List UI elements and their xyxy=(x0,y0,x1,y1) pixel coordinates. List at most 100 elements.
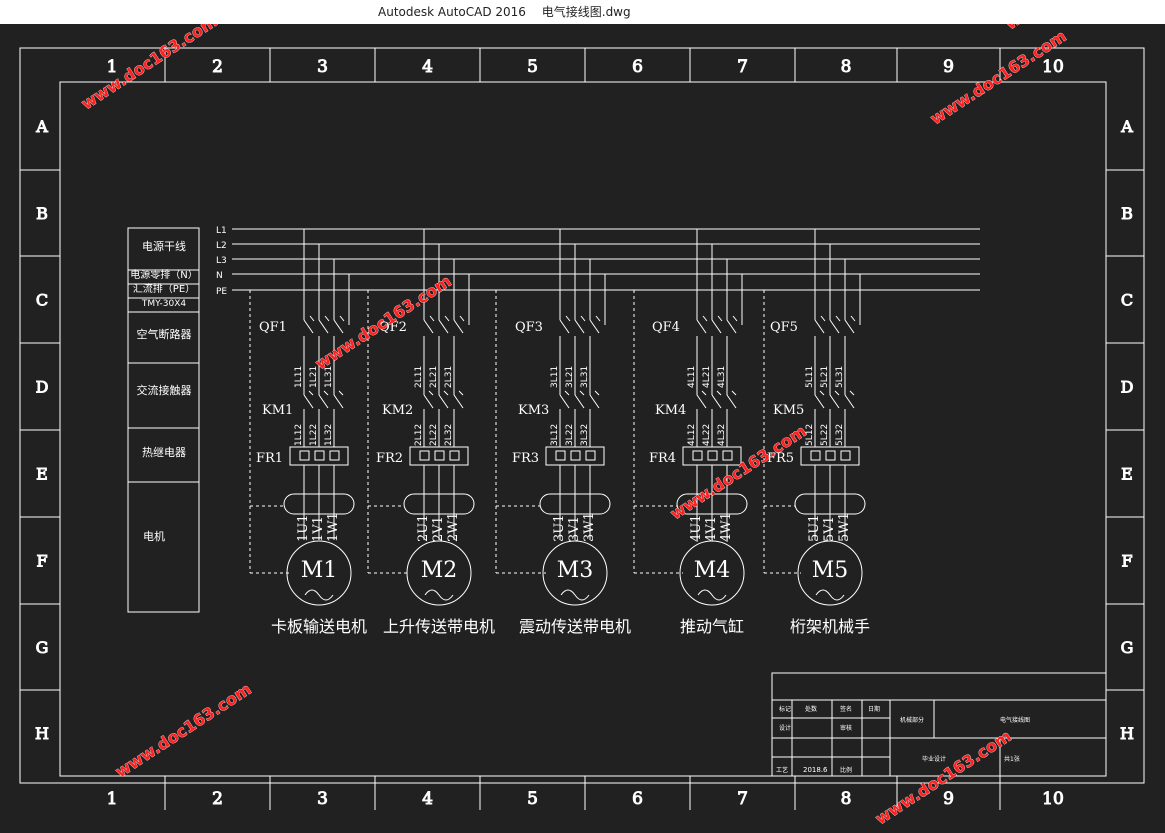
bus-label: N xyxy=(216,271,223,281)
terminal-label: 5V1 xyxy=(822,516,837,542)
column-label: 10 xyxy=(1042,789,1064,809)
wire-number: 2L31 xyxy=(444,366,454,388)
line xyxy=(318,319,329,334)
line xyxy=(844,319,855,334)
column-label: 1 xyxy=(107,789,118,809)
bus-label: L2 xyxy=(216,241,227,251)
wire-number: 5L21 xyxy=(820,366,830,388)
line xyxy=(438,319,449,334)
line xyxy=(459,315,465,322)
watermark-text: www.doc163.com xyxy=(78,24,221,113)
column-label: 7 xyxy=(737,57,748,77)
relay-box xyxy=(545,446,605,466)
relay-element xyxy=(419,450,430,461)
contactor-label: KM3 xyxy=(518,403,549,418)
line xyxy=(850,315,856,322)
column-label: 3 xyxy=(317,57,328,77)
line xyxy=(701,390,707,396)
terminal-label: 2V1 xyxy=(431,516,446,542)
line xyxy=(423,394,434,409)
contactor-label: KM4 xyxy=(655,403,686,418)
motor-symbol xyxy=(286,540,352,606)
ct-loop xyxy=(403,493,475,515)
wire-number: 1L32 xyxy=(324,424,334,446)
title-cell: 处数 xyxy=(805,705,817,713)
line xyxy=(565,315,571,322)
line xyxy=(595,315,601,322)
row-label: D xyxy=(36,378,49,397)
ct-loop xyxy=(794,493,866,515)
wire-number: 4L21 xyxy=(702,366,712,388)
wire-number: 2L32 xyxy=(444,424,454,446)
motor-name: 桁架机械手 xyxy=(790,617,870,636)
relay-element xyxy=(722,450,733,461)
terminal-label: 5W1 xyxy=(837,512,852,542)
column-label: 10 xyxy=(1042,57,1064,77)
row-label: G xyxy=(36,638,49,657)
title-cell: 比例 xyxy=(840,766,852,774)
ac-wave xyxy=(304,589,334,601)
wire-number: 4L22 xyxy=(702,424,712,446)
title-cell: 毕业设计 xyxy=(922,755,946,763)
line xyxy=(423,319,434,334)
wire-number: 4L31 xyxy=(717,366,727,388)
wire-number: 1L21 xyxy=(309,366,319,388)
motor-name: 震动传送带电机 xyxy=(519,617,631,636)
wire-number: 3L12 xyxy=(550,424,560,446)
line xyxy=(829,319,840,334)
line xyxy=(428,390,434,396)
line xyxy=(318,394,329,409)
relay-box xyxy=(289,446,349,466)
file-name: 电气接线图.dwg xyxy=(541,5,631,19)
wire-number: 5L32 xyxy=(835,424,845,446)
title-cell: 2018.6 xyxy=(803,766,828,774)
relay-element xyxy=(314,450,325,461)
legend-item: TMY-30X4 xyxy=(141,299,187,309)
wire-number: 3L11 xyxy=(550,366,560,388)
title-cell: 机械部分 xyxy=(900,716,924,724)
line xyxy=(835,315,841,322)
title-cell: 设计 xyxy=(779,724,791,732)
row-label: A xyxy=(35,117,48,136)
column-label: 4 xyxy=(422,57,433,77)
ct-loop xyxy=(539,493,611,515)
breaker-label: QF1 xyxy=(259,320,287,335)
wire-number: 5L31 xyxy=(835,366,845,388)
line xyxy=(453,394,464,409)
row-label: B xyxy=(1121,204,1133,223)
row-label: C xyxy=(36,291,48,310)
line xyxy=(303,319,314,334)
legend-table: 电源干线电源零排（N）汇流排（PE）TMY-30X4空气断路器交流接触器热继电器… xyxy=(127,227,200,613)
line xyxy=(438,394,449,409)
column-label: 3 xyxy=(317,789,328,809)
row-label: E xyxy=(1121,465,1133,484)
column-label: 7 xyxy=(737,789,748,809)
app-title: Autodesk AutoCAD 2016 xyxy=(378,5,526,19)
line xyxy=(564,390,570,396)
motor-symbol xyxy=(797,540,863,606)
ac-wave xyxy=(697,589,727,601)
line xyxy=(429,315,435,322)
line xyxy=(731,390,737,396)
line xyxy=(338,390,344,396)
title-cell: 共1张 xyxy=(1004,755,1020,763)
relay-label: FR5 xyxy=(767,451,794,466)
line xyxy=(696,394,707,409)
ac-wave xyxy=(560,589,590,601)
column-label: 9 xyxy=(943,57,954,77)
terminal-label: 3V1 xyxy=(567,516,582,542)
wire-number: 5L12 xyxy=(805,424,815,446)
line xyxy=(829,394,840,409)
wire-number: 5L22 xyxy=(820,424,830,446)
row-label: D xyxy=(1121,378,1134,397)
line xyxy=(574,394,585,409)
line xyxy=(711,319,722,334)
column-label: 4 xyxy=(422,789,433,809)
legend-item: 电源零排（N） xyxy=(130,268,197,281)
wire-number: 2L22 xyxy=(429,424,439,446)
line xyxy=(579,390,585,396)
